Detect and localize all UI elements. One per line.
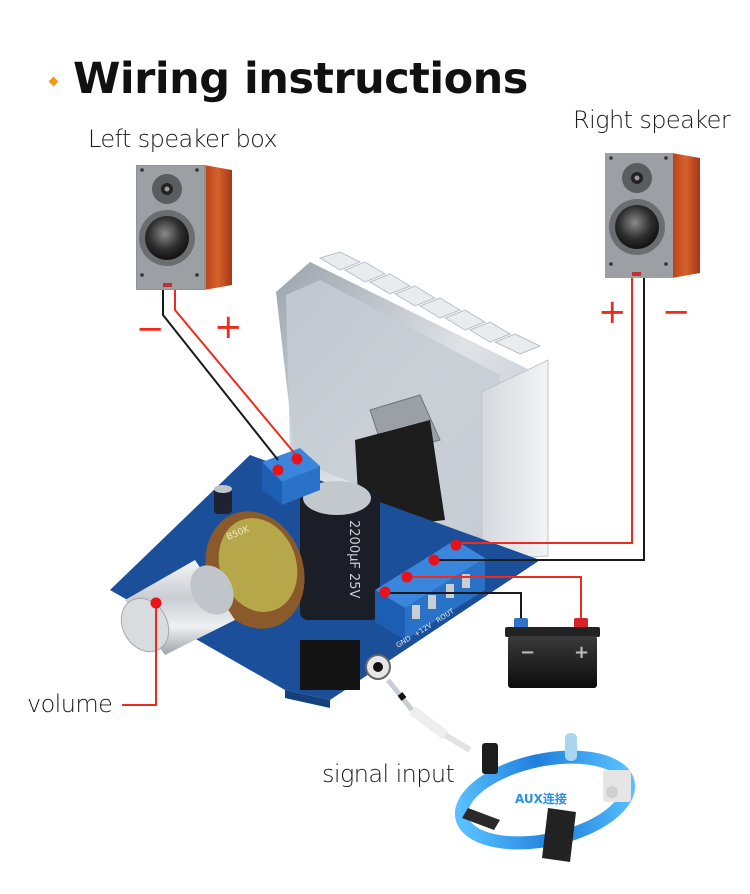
laptop-icon — [462, 808, 500, 830]
dot-volume — [150, 597, 162, 609]
battery-positive-terminal — [574, 618, 588, 628]
dot-right-positive — [450, 539, 462, 551]
dot-left-positive — [291, 453, 303, 465]
right-plus-sign: + — [598, 292, 627, 332]
connection-dots — [150, 453, 462, 609]
left-speaker — [136, 165, 232, 290]
right-speaker-label: Right speaker — [573, 106, 731, 134]
right-negative-wire — [433, 278, 645, 561]
battery-minus-sign: − — [520, 642, 535, 663]
right-positive-wire — [456, 278, 633, 544]
left-speaker-label: Left speaker box — [88, 125, 278, 153]
power-output-terminal-block: GND +12V ROUT — [375, 540, 485, 650]
battery-negative-terminal — [514, 618, 528, 628]
left-minus-sign: − — [136, 309, 165, 349]
aux-devices: AUX连接 — [454, 733, 636, 862]
battery: − + — [505, 618, 600, 688]
aux-label: AUX连接 — [515, 791, 567, 806]
tablet-icon — [542, 808, 576, 862]
header: Wiring instructions — [48, 54, 528, 104]
mp3-player-icon — [565, 733, 577, 761]
pcb-board: 2200μF 25V — [110, 455, 540, 708]
dot-right-negative — [428, 554, 440, 566]
left-plus-sign: + — [214, 307, 243, 347]
battery-positive-wire — [407, 576, 582, 622]
audio-cable — [386, 678, 472, 753]
dot-power-negative — [379, 586, 391, 598]
battery-negative-wire — [385, 592, 522, 622]
dot-left-negative — [272, 464, 284, 476]
wires — [122, 278, 645, 706]
battery-plus-sign: + — [574, 642, 589, 663]
volume-callout-line — [122, 603, 157, 706]
capacitor-text: 2200μF 25V — [346, 520, 361, 599]
volume-label: volume — [27, 690, 113, 718]
right-minus-sign: − — [662, 292, 691, 332]
dot-power-positive — [401, 571, 413, 583]
left-negative-wire — [162, 290, 279, 461]
page-title: Wiring instructions — [73, 54, 528, 104]
right-speaker — [605, 153, 700, 278]
left-positive-wire — [174, 290, 297, 456]
ipod-icon — [603, 770, 631, 802]
smartphone-icon — [482, 743, 498, 774]
signal-input-label: signal input — [322, 760, 455, 788]
